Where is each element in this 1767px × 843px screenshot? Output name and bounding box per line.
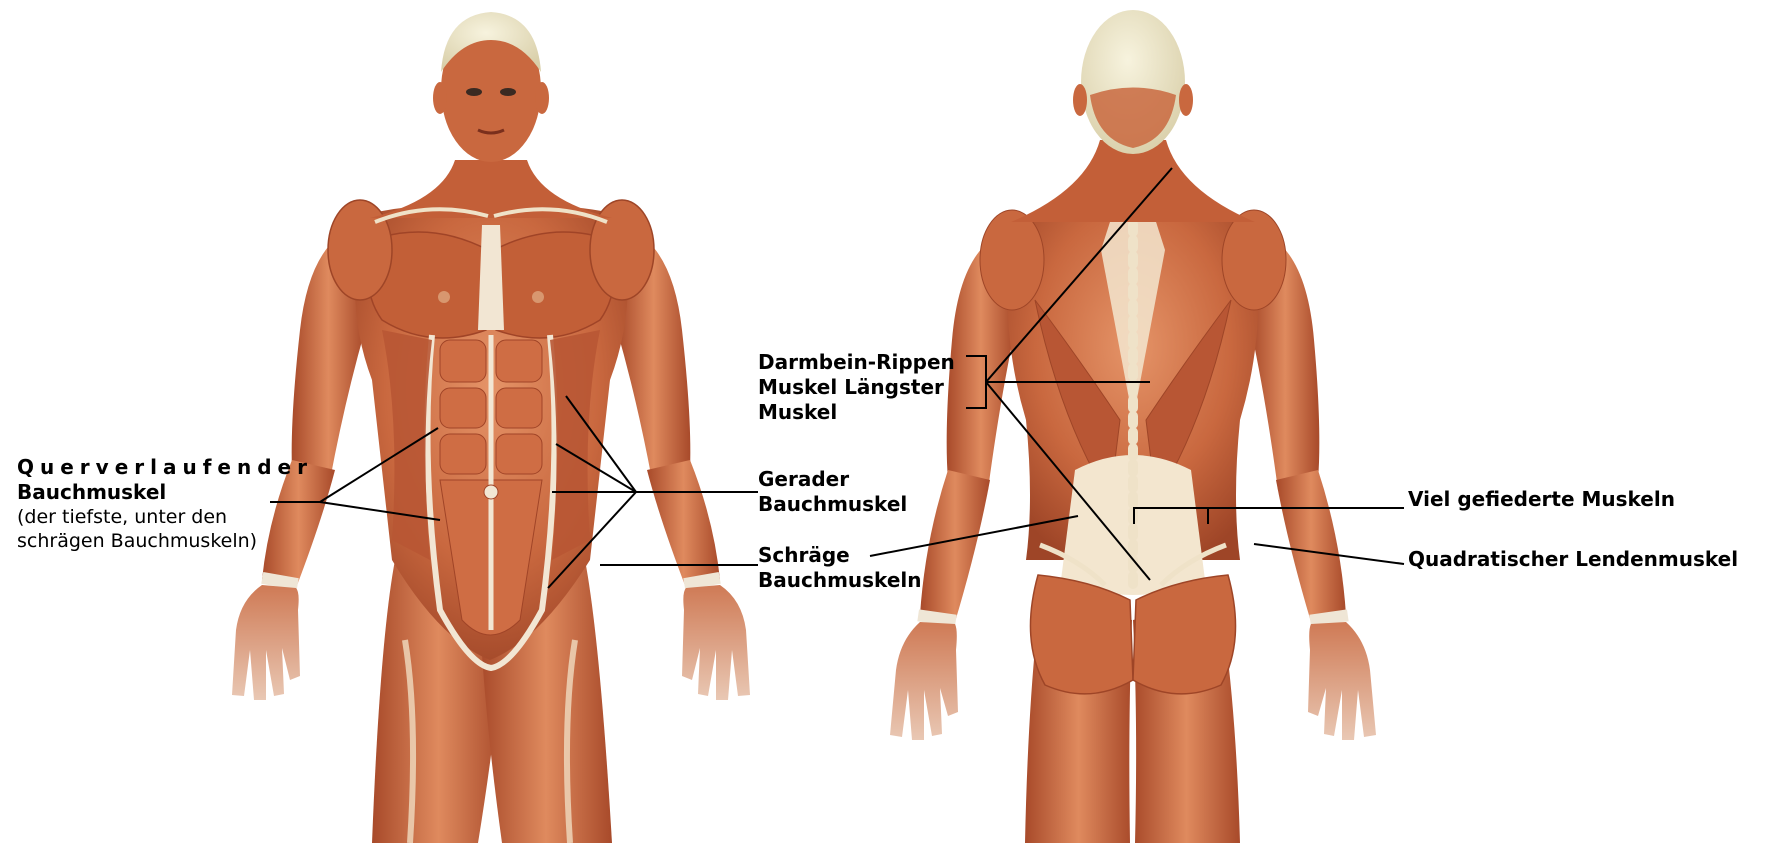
front-left-hand [232,585,300,700]
label-quadratus-line1: Quadratischer Lendenmuskel [1408,547,1738,572]
back-muscle-figure [890,10,1376,843]
label-quadratus: Quadratischer Lendenmuskel [1408,547,1738,572]
label-multifidus: Viel gefiederte Muskeln [1408,487,1675,512]
label-erector: Darmbein-Rippen Muskel Längster Muskel [758,350,955,425]
front-left-ear [433,82,447,114]
label-rectus: Gerader Bauchmuskel [758,467,907,517]
label-erector-line1: Darmbein-Rippen [758,350,955,375]
back-right-hand [1308,622,1376,740]
label-obliques-line2: Bauchmuskeln [758,568,921,593]
label-transversus-note2: schrägen Bauchmuskeln) [17,529,289,553]
back-right-ear [1179,84,1193,116]
front-left-nipple [438,291,450,303]
front-right-nipple [532,291,544,303]
back-left-hand [890,622,958,740]
label-obliques-line1: Schräge [758,543,921,568]
label-erector-line2: Muskel Längster [758,375,955,400]
label-rectus-line1: Gerader [758,467,907,492]
back-left-deltoid [980,210,1044,310]
back-left-forearm [920,470,990,622]
front-right-hand [682,585,750,700]
label-obliques: Schräge Bauchmuskeln [758,543,921,593]
label-transversus-line2: Bauchmuskel [17,480,313,505]
front-neck [370,160,612,218]
front-muscle-figure [232,12,750,843]
front-left-eye [466,88,482,96]
front-right-ear [535,82,549,114]
label-rectus-line2: Bauchmuskel [758,492,907,517]
label-transversus-note1: (der tiefste, unter den [17,505,289,529]
back-left-ear [1073,84,1087,116]
back-right-deltoid [1222,210,1286,310]
front-sternum [478,225,504,330]
front-right-forearm [647,460,720,588]
label-multifidus-line1: Viel gefiederte Muskeln [1408,487,1675,512]
label-erector-line3: Muskel [758,400,955,425]
front-right-eye [500,88,516,96]
label-transversus-line1: Querverlaufender [17,455,313,480]
label-transversus: Querverlaufender Bauchmuskel (der tiefst… [17,455,313,553]
back-right-forearm [1276,470,1346,622]
